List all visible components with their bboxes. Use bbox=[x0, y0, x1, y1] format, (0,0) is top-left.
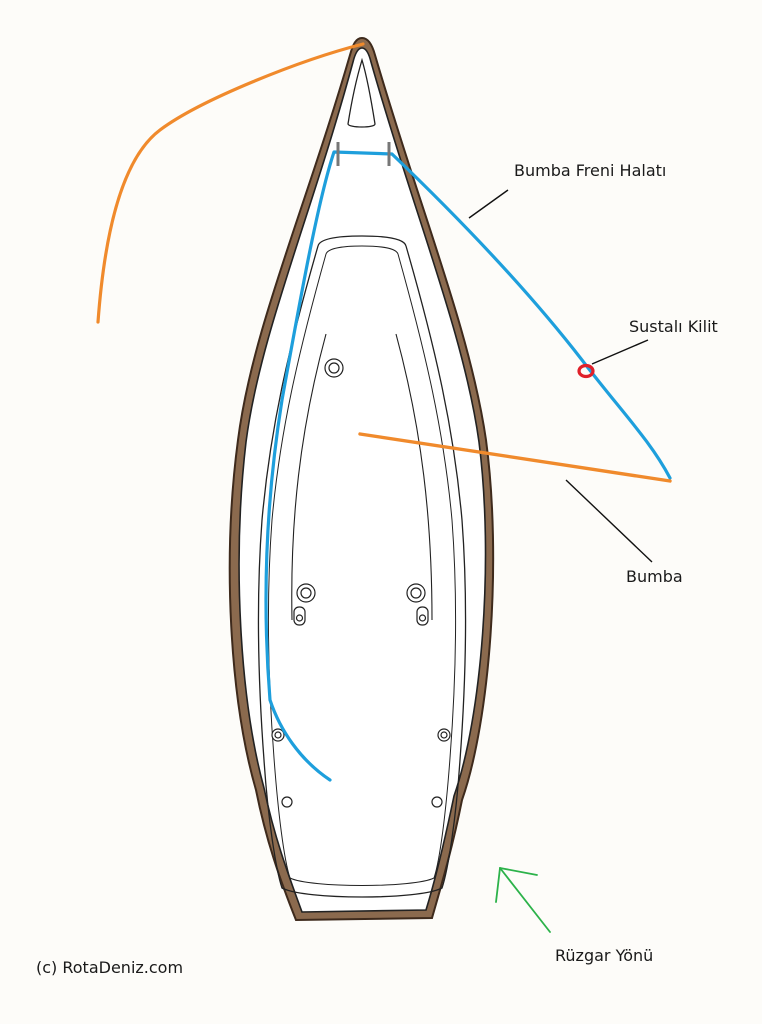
copyright-text: (c) RotaDeniz.com bbox=[36, 958, 184, 977]
label-snap-lock: Sustalı Kilit bbox=[629, 317, 718, 336]
ring-icon bbox=[577, 363, 595, 379]
label-preventer-line: Bumba Freni Halatı bbox=[514, 161, 667, 180]
arrow-up-left-icon bbox=[495, 867, 551, 933]
boom bbox=[358, 432, 672, 483]
preventer-line bbox=[264, 150, 672, 782]
seat-line-left bbox=[291, 333, 327, 621]
label-wind-direction: Rüzgar Yönü bbox=[555, 946, 654, 965]
label-boom: Bumba bbox=[626, 567, 683, 586]
leader-lock bbox=[591, 339, 649, 365]
cabin-outline bbox=[257, 235, 467, 898]
seat-line-right bbox=[395, 333, 433, 621]
anchor-well bbox=[347, 57, 376, 128]
leader-boom bbox=[565, 479, 653, 563]
leader-preventer bbox=[468, 189, 509, 219]
cabin-inner-outline bbox=[267, 245, 457, 886]
orange-line-bow bbox=[96, 42, 365, 324]
deck bbox=[238, 47, 487, 913]
deck-fittings bbox=[271, 358, 451, 808]
